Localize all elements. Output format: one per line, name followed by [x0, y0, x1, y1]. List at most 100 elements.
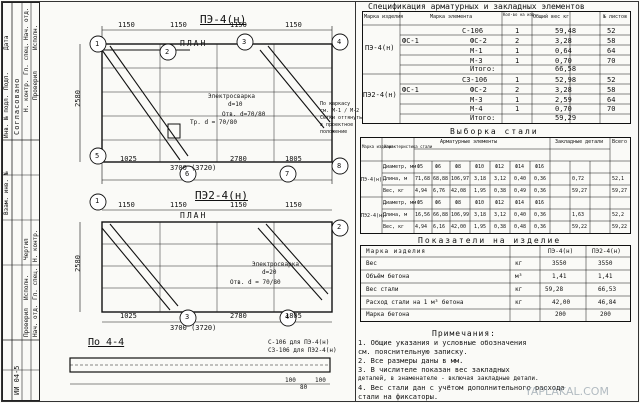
steel-table-grid [360, 137, 631, 234]
spec-cell: 58 [607, 37, 616, 45]
spec-cell: 64 [607, 96, 616, 104]
indicators-value: 59,28 [545, 286, 564, 293]
dimension: 1150 [170, 201, 187, 209]
detail-section [69, 357, 331, 385]
dimension: 1150 [118, 201, 135, 209]
detail-line: 100 [315, 377, 326, 384]
detail-line: С-106 для ПЭ-4(н) [268, 339, 330, 346]
drawing-2-note: Электросварка [252, 261, 299, 268]
steel-header: Всего [612, 139, 628, 145]
steel-header: Марка изделия [362, 144, 394, 149]
spec-cell: 0,70 [555, 105, 572, 113]
steel-cell: 1,95 [474, 188, 487, 194]
drawing-1-note: Отв. d=70/80 [222, 111, 266, 118]
indicators-unit: кг [515, 260, 523, 267]
note-line: 1. Общие указания и условные обозначения [358, 339, 527, 347]
steel-header: Закладные детали [555, 139, 604, 145]
spec-cell: 1 [515, 27, 520, 35]
dimension: 1805 [285, 155, 302, 163]
steel-mark: ПЭ2-4(н) [361, 213, 386, 219]
spec-cell: 59,48 [555, 27, 577, 35]
spec-cell: 0,70 [555, 57, 572, 65]
spec-cell: 52 [607, 76, 616, 84]
steel-cell: Ф12 [495, 200, 505, 206]
dimension: 1805 [285, 312, 302, 320]
spec-header: № листов [603, 14, 628, 20]
dimension: 1150 [170, 21, 187, 29]
indicators-row-label: Марка бетона [366, 311, 410, 318]
spec-cell: 2 [515, 37, 520, 45]
steel-cell: Ф8 [455, 164, 462, 170]
steel-cell: 106,99 [451, 212, 470, 218]
drawing-2-title: ПЭ2-4(н) [195, 189, 248, 202]
spec-cell: С-106 [462, 27, 484, 35]
spec-total: Итого: [470, 65, 496, 73]
steel-cell: Ф14 [515, 164, 525, 170]
steel-cell: 0,36 [534, 176, 547, 182]
steel-cell: 0,36 [534, 224, 547, 230]
indicators-row-label: Вес [366, 260, 377, 267]
spec-cell: М-1 [470, 47, 483, 55]
indicators-grid [360, 245, 631, 322]
indicators-value: 3550 [552, 260, 567, 267]
steel-char: Длина, м [383, 212, 408, 218]
spec-cell: 52 [607, 27, 616, 35]
spec-cell: 3,28 [555, 86, 572, 94]
drawing-1 [79, 26, 349, 184]
indicators-value: 1,41 [552, 273, 567, 280]
drawing-2-plan-label: ПЛАН [180, 211, 208, 220]
steel-cell: 6,16 [433, 224, 446, 230]
spec-cell: 3,28 [555, 37, 572, 45]
side-note: см. М-1 / М-2 [320, 108, 360, 114]
drawing-2-note: d=20 [262, 269, 277, 276]
steel-char: Вес, кг [383, 224, 405, 230]
spec-cell: 0,64 [555, 47, 572, 55]
spec-header: Кол-во на изд. [503, 12, 537, 17]
indicators-row-label: Расход стали на 1 м³ бетона [366, 299, 464, 306]
note-line: 3. В числителе показан вес закладных [358, 366, 510, 374]
dimension: 1025 [120, 155, 137, 163]
spec-cell: 64 [607, 47, 616, 55]
indicators-value: 66,53 [598, 286, 617, 293]
steel-cell: 52,1 [612, 176, 625, 182]
steel-char: Вес, кг [383, 188, 405, 194]
position-marker: 1 [95, 40, 100, 48]
side-note: По каркасу [320, 101, 351, 107]
steel-cell: 0,36 [534, 212, 547, 218]
note-line: деталей, в знаменателе - включая закладн… [358, 375, 539, 382]
indicators-value: 200 [600, 311, 611, 318]
note-line: см. пояснительную записку. [358, 348, 468, 356]
position-marker: 2 [165, 48, 170, 56]
watermark: YAPLAKAL.COM [525, 385, 609, 398]
steel-cell: 0,40 [514, 176, 527, 182]
indicators-value: 42,00 [552, 299, 571, 306]
steel-cell: 0,38 [494, 188, 507, 194]
left-strip [2, 2, 40, 401]
steel-cell: 16,56 [415, 212, 431, 218]
side-note: Сетки оттянуть [320, 115, 363, 121]
steel-cell: 59,22 [572, 224, 588, 230]
spec-cell: 2 [515, 86, 520, 94]
steel-cell: 4,94 [415, 188, 428, 194]
position-marker: 5 [95, 152, 100, 160]
indicators-header: ПЭ-4(н) [548, 248, 574, 255]
spec-mark: ПЭ-4(н) [365, 44, 395, 52]
drawing-2-note: Отв. d = 70/80 [230, 279, 281, 286]
spec-cell: 70 [607, 57, 616, 65]
steel-cell: 0,38 [494, 224, 507, 230]
spec-cell: М-4 [470, 105, 483, 113]
dimension: 2780 [230, 312, 247, 320]
position-marker: 3 [242, 38, 247, 46]
steel-header: Характеристика стали [384, 144, 433, 149]
indicators-row-label: Вес стали [366, 286, 399, 293]
indicators-unit: кг [515, 299, 523, 306]
spec-cell: М-3 [470, 57, 483, 65]
dimension: 2780 [230, 155, 247, 163]
dimension: 1150 [285, 21, 302, 29]
steel-mark: ПЭ-4(н) [361, 177, 383, 183]
spec-cell: 1 [515, 96, 520, 104]
spec-table-title: Спецификация арматурных и закладных элем… [368, 2, 585, 11]
spec-cell: 52,98 [555, 76, 577, 84]
steel-cell: Ф6 [435, 200, 442, 206]
